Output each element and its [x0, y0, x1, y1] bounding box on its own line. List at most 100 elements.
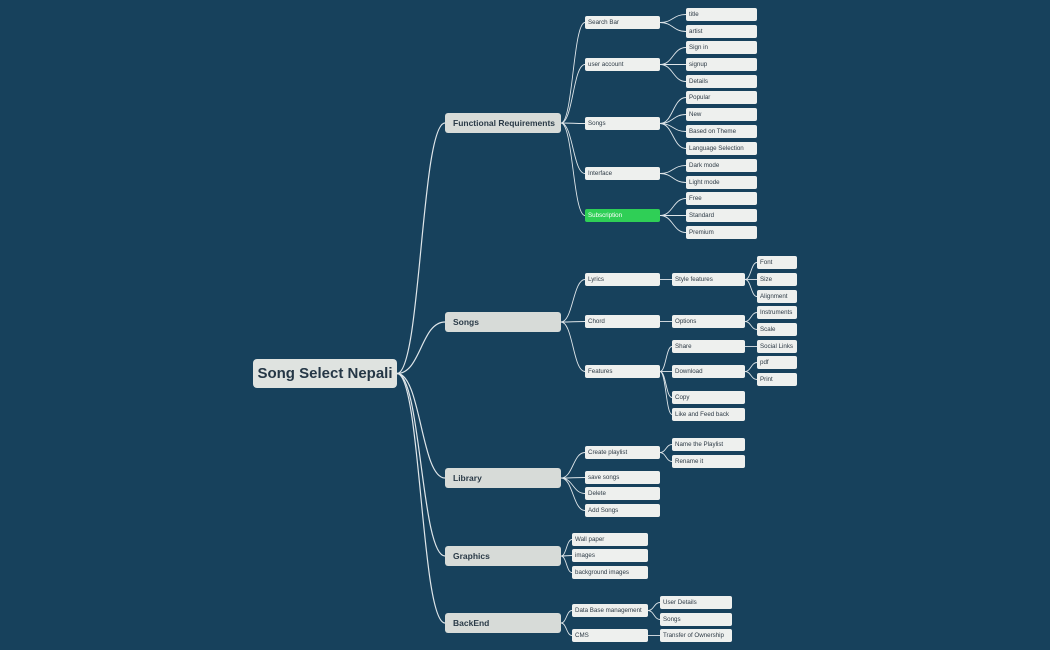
node-label: save songs: [588, 474, 620, 481]
node-label: Songs: [453, 317, 479, 327]
node-label: Create playlist: [588, 449, 628, 456]
node-label: Songs: [663, 616, 681, 623]
topic-node-free[interactable]: Free: [686, 192, 757, 205]
topic-node-title[interactable]: title: [686, 8, 757, 21]
node-label: Copy: [675, 394, 690, 401]
topic-node-ua[interactable]: user account: [585, 58, 660, 71]
topic-node-premium[interactable]: Premium: [686, 226, 757, 239]
topic-node-details[interactable]: Details: [686, 75, 757, 88]
topic-node-chord[interactable]: Chord: [585, 315, 660, 328]
topic-node-light[interactable]: Light mode: [686, 176, 757, 189]
connector-library-create: [560, 452, 586, 479]
topic-node-pdf[interactable]: pdf: [757, 356, 797, 369]
connector-subs-premium: [659, 215, 687, 233]
node-label: Delete: [588, 490, 606, 497]
topic-node-copy[interactable]: Copy: [672, 391, 745, 404]
branch-node-library[interactable]: Library: [445, 468, 561, 488]
topic-node-iface[interactable]: Interface: [585, 167, 660, 180]
topic-node-download[interactable]: Download: [672, 365, 745, 378]
connector-fr-iface: [560, 122, 586, 174]
root-node-root[interactable]: Song Select Nepali: [253, 359, 397, 388]
connector-fr-songs1: [560, 122, 586, 124]
connector-songs1-popular: [659, 97, 687, 124]
topic-node-rename[interactable]: Rename it: [672, 455, 745, 468]
topic-node-songsdb[interactable]: Songs: [660, 613, 732, 626]
topic-node-dark[interactable]: Dark mode: [686, 159, 757, 172]
node-label: Subscription: [588, 212, 623, 219]
topic-node-dbm[interactable]: Data Base management: [572, 604, 648, 617]
topic-node-standard[interactable]: Standard: [686, 209, 757, 222]
topic-node-delete[interactable]: Delete: [585, 487, 660, 500]
branch-node-fr[interactable]: Functional Requirements: [445, 113, 561, 133]
connector-ua-signin: [659, 47, 687, 65]
connector-songs1-new: [659, 114, 687, 124]
topic-node-create[interactable]: Create playlist: [585, 446, 660, 459]
node-label: user account: [588, 61, 624, 68]
connector-features-share: [659, 346, 673, 372]
topic-node-lyrics[interactable]: Lyrics: [585, 273, 660, 286]
topic-node-artist[interactable]: artist: [686, 25, 757, 38]
node-label: Rename it: [675, 458, 704, 465]
topic-node-transfer[interactable]: Transfer of Ownership: [660, 629, 732, 642]
connector-songs-lyrics: [560, 279, 586, 323]
node-label: signup: [689, 61, 708, 68]
node-label: Graphics: [453, 551, 490, 561]
topic-node-share[interactable]: Share: [672, 340, 745, 353]
branch-node-graphics[interactable]: Graphics: [445, 546, 561, 566]
connector-fr-sb: [560, 22, 586, 124]
node-label: Functional Requirements: [453, 118, 556, 128]
connector-root-graphics: [396, 372, 446, 557]
topic-node-save[interactable]: save songs: [585, 471, 660, 484]
topic-node-sb[interactable]: Search Bar: [585, 16, 660, 29]
topic-node-scale[interactable]: Scale: [757, 323, 797, 336]
connector-style-align: [744, 279, 758, 297]
topic-node-userdetails[interactable]: User Details: [660, 596, 732, 609]
topic-node-subs[interactable]: Subscription: [585, 209, 660, 222]
connector-library-addsongs: [560, 477, 586, 511]
node-label: Size: [760, 276, 773, 283]
topic-node-social[interactable]: Social Links: [757, 340, 797, 353]
topic-node-nameplaylist[interactable]: Name the Playlist: [672, 438, 745, 451]
connector-fr-subs: [560, 122, 586, 216]
node-label: Data Base management: [575, 607, 642, 614]
topic-node-songs1[interactable]: Songs: [585, 117, 660, 130]
node-label: Social Links: [760, 343, 794, 350]
node-label: CMS: [575, 632, 589, 639]
topic-node-popular[interactable]: Popular: [686, 91, 757, 104]
topic-node-print[interactable]: Print: [757, 373, 797, 386]
topic-node-options[interactable]: Options: [672, 315, 745, 328]
topic-node-align[interactable]: Alignment: [757, 290, 797, 303]
topic-node-size[interactable]: Size: [757, 273, 797, 286]
connector-options-scale: [744, 321, 758, 330]
connector-root-fr: [396, 122, 446, 375]
node-label: Download: [675, 368, 703, 375]
node-label: Interface: [588, 170, 613, 177]
topic-node-instr[interactable]: Instruments: [757, 306, 797, 319]
topic-node-lang[interactable]: Language Selection: [686, 142, 757, 155]
connector-download-print: [744, 371, 758, 380]
topic-node-wall[interactable]: Wall paper: [572, 533, 648, 546]
topic-node-cms[interactable]: CMS: [572, 629, 648, 642]
topic-node-signup[interactable]: signup: [686, 58, 757, 71]
topic-node-addsongs[interactable]: Add Songs: [585, 504, 660, 517]
topic-node-features[interactable]: Features: [585, 365, 660, 378]
node-label: Print: [760, 376, 773, 383]
topic-node-new[interactable]: New: [686, 108, 757, 121]
topic-node-theme[interactable]: Based on Theme: [686, 125, 757, 138]
topic-node-bg[interactable]: background images: [572, 566, 648, 579]
topic-node-like[interactable]: Like and Feed back: [672, 408, 745, 421]
node-label: Scale: [760, 326, 776, 333]
connector-root-songs: [396, 321, 446, 375]
branch-node-songs[interactable]: Songs: [445, 312, 561, 332]
topic-node-font[interactable]: Font: [757, 256, 797, 269]
node-label: Alignment: [760, 293, 788, 300]
node-label: Based on Theme: [689, 128, 737, 135]
topic-node-style[interactable]: Style features: [672, 273, 745, 286]
topic-node-images[interactable]: images: [572, 549, 648, 562]
topic-node-signin[interactable]: Sign in: [686, 41, 757, 54]
node-label: Like and Feed back: [675, 411, 730, 418]
node-label: Add Songs: [588, 507, 619, 514]
node-label: Lyrics: [588, 276, 604, 283]
branch-node-backend[interactable]: BackEnd: [445, 613, 561, 633]
